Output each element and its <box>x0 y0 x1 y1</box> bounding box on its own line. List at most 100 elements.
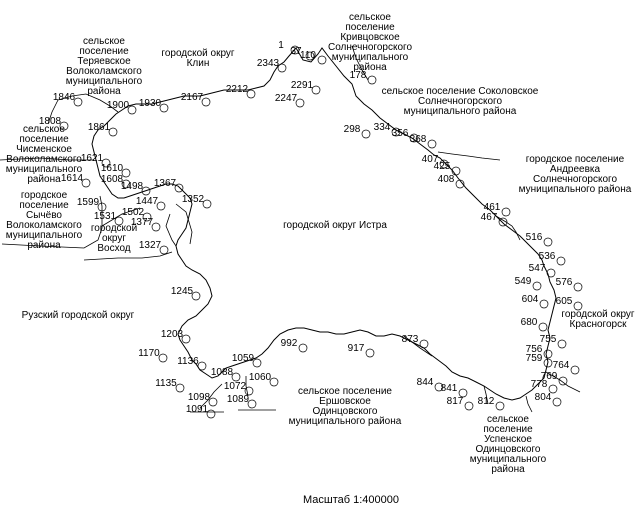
point-number: 1377 <box>131 217 154 228</box>
point-marker <box>367 75 377 85</box>
point-number: 1 <box>278 40 284 51</box>
boundary-point: 2212 <box>226 84 256 99</box>
area-label-ruza: Рузский городской округ <box>22 310 135 321</box>
point-marker <box>156 201 166 211</box>
point-marker <box>501 207 511 217</box>
point-marker <box>108 127 118 137</box>
area-label-istra: городской округ Истра <box>283 220 387 231</box>
boundary-point: 368 <box>410 134 437 149</box>
boundary-point: 37 <box>290 46 315 61</box>
boundary-point: 1610 <box>101 163 131 178</box>
boundary-point: 1136 <box>177 356 207 371</box>
point-marker <box>101 158 111 168</box>
point-marker <box>495 401 505 411</box>
boundary-point: 356 <box>392 128 419 143</box>
boundary-point: 110 <box>300 50 327 65</box>
point-number: 549 <box>515 276 532 287</box>
point-marker <box>191 291 201 301</box>
point-number: 1599 <box>77 197 100 208</box>
point-number: 547 <box>529 263 546 274</box>
point-number: 298 <box>344 124 361 135</box>
boundary-point: 1 <box>278 40 300 55</box>
boundary-point: 516 <box>526 232 553 247</box>
boundary-point: 2343 <box>257 58 287 73</box>
point-marker <box>532 281 542 291</box>
point-number: 817 <box>447 396 464 407</box>
point-marker <box>141 186 151 196</box>
boundary-point: 1531 <box>94 211 124 226</box>
boundary-point: 407 <box>422 154 449 169</box>
point-marker <box>451 166 461 176</box>
boundary-point: 1502 <box>122 207 152 222</box>
point-number: 1930 <box>139 98 162 109</box>
point-marker <box>427 139 437 149</box>
boundary-point: 408 <box>438 174 465 189</box>
point-number: 2291 <box>291 80 314 91</box>
point-marker <box>202 199 212 209</box>
boundary-point: 844 <box>417 377 444 392</box>
point-number: 1060 <box>249 372 272 383</box>
point-marker <box>539 299 549 309</box>
boundary-point: 178 <box>350 70 377 85</box>
boundary-point: 334 <box>374 122 401 137</box>
point-marker <box>458 388 468 398</box>
boundary-point: 1621 <box>81 153 111 168</box>
boundary-point: 812 <box>478 396 505 411</box>
point-number: 1170 <box>138 348 160 359</box>
point-number: 841 <box>441 383 458 394</box>
boundary-point: 425 <box>434 161 461 176</box>
point-number: 1327 <box>139 240 162 251</box>
point-number: 992 <box>281 338 298 349</box>
point-number: 461 <box>484 202 501 213</box>
point-number: 759 <box>526 353 543 364</box>
boundary-point: 298 <box>344 124 371 139</box>
boundary-point: 1614 <box>61 173 91 188</box>
boundary-point: 1930 <box>139 98 169 113</box>
point-marker <box>391 127 401 137</box>
boundary-point: 1900 <box>107 100 137 115</box>
boundary-point: 1089 <box>227 394 257 409</box>
point-number: 1098 <box>188 392 211 403</box>
point-number: 1610 <box>101 163 124 174</box>
point-marker <box>174 183 184 193</box>
point-marker <box>548 384 558 394</box>
point-number: 1808 <box>39 116 62 127</box>
boundary-point: 1367 <box>154 178 184 193</box>
point-number: 1135 <box>155 378 177 389</box>
point-number: 576 <box>556 277 573 288</box>
boundary-point: 605 <box>556 296 583 311</box>
point-number: 844 <box>417 377 434 388</box>
point-number: 368 <box>410 134 427 145</box>
point-number: 2167 <box>181 92 204 103</box>
point-marker <box>181 334 191 344</box>
boundary-point: 547 <box>529 263 556 278</box>
point-number: 778 <box>531 379 548 390</box>
boundary-point: 1059 <box>232 353 262 368</box>
boundary-point: 1245 <box>171 286 201 301</box>
point-number: 1352 <box>182 194 205 205</box>
point-marker <box>543 349 553 359</box>
point-number: 1900 <box>107 100 130 111</box>
point-marker <box>175 383 185 393</box>
point-marker <box>573 282 583 292</box>
boundary-point: 756 <box>526 344 553 359</box>
point-marker <box>197 361 207 371</box>
point-number: 1447 <box>136 196 159 207</box>
point-number: 334 <box>374 122 391 133</box>
point-number: 356 <box>392 128 409 139</box>
point-number: 804 <box>535 392 552 403</box>
point-number: 769 <box>541 371 558 382</box>
point-marker <box>434 382 444 392</box>
point-number: 812 <box>478 396 495 407</box>
point-marker <box>409 133 419 143</box>
boundary-point: 680 <box>521 317 548 332</box>
point-number: 1089 <box>227 394 250 405</box>
point-marker <box>552 397 562 407</box>
point-number: 1608 <box>101 174 124 185</box>
